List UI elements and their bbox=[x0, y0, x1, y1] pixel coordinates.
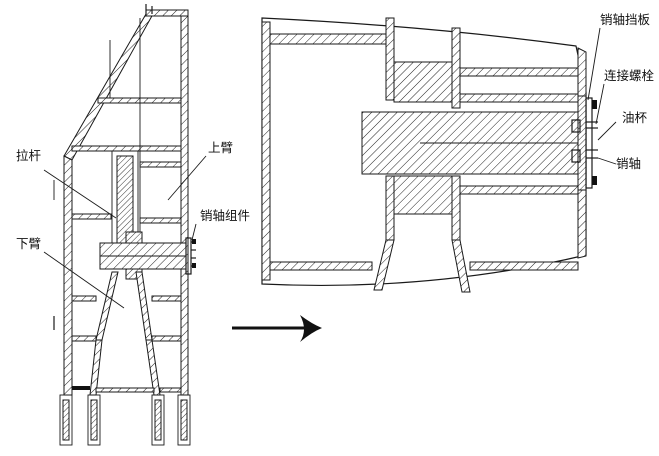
label-connecting-bolt: 连接螺栓 bbox=[604, 68, 655, 83]
arm-assembly-view bbox=[43, 4, 207, 446]
label-upper-arm: 上臂 bbox=[208, 140, 233, 155]
pull-rod bbox=[111, 150, 139, 247]
upper-arm-shell bbox=[63, 4, 189, 396]
label-pin-retainer: 销轴挡板 bbox=[600, 12, 651, 27]
pin-detail-view bbox=[261, 17, 617, 293]
label-oil-cup: 油杯 bbox=[622, 110, 648, 125]
upper-ribs bbox=[71, 18, 182, 240]
pin-assembly-bolts bbox=[185, 237, 196, 275]
bottom-lugs bbox=[59, 394, 191, 446]
label-pull-rod: 拉杆 bbox=[16, 148, 42, 163]
pin-block-left bbox=[99, 231, 187, 280]
lower-arm bbox=[71, 271, 182, 396]
arrow-right-icon bbox=[232, 315, 322, 342]
label-pin-assembly: 销轴组件 bbox=[200, 208, 250, 223]
label-lower-arm: 下臂 bbox=[16, 236, 41, 251]
label-pin: 销轴 bbox=[616, 156, 641, 171]
